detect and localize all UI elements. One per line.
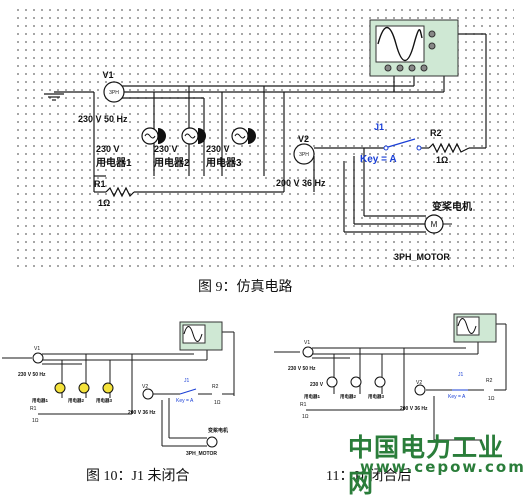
motor-title: 变桨电机 <box>432 200 472 213</box>
left-circuit-panel: V1 230 V 50 Hz 用电器1 用电器2 用电器3 R1 1Ω V2 2… <box>2 318 252 457</box>
load-1[interactable] <box>141 127 166 145</box>
resistor-r1[interactable] <box>105 186 135 198</box>
right-load-voltage: 230 V <box>310 382 324 388</box>
right-caption: 11：J1 闭合后 <box>326 469 412 484</box>
right-r1-value: 1Ω <box>302 414 309 420</box>
r2-label: R2 <box>430 128 442 138</box>
left-load-3-lit <box>102 382 114 394</box>
right-r2-label: R2 <box>486 378 493 384</box>
source-v2[interactable]: 3PH <box>293 143 315 165</box>
r2-value: 1Ω <box>436 155 448 165</box>
v2-rating: 200 V 36 Hz <box>276 178 326 188</box>
right-v2-rating: 200 V 36 Hz <box>400 406 428 412</box>
load2-voltage: 230 V <box>154 144 178 154</box>
v1-symbol: 3PH <box>109 90 119 96</box>
left-v2-rating: 200 V 36 Hz <box>128 410 156 416</box>
load2-name: 用电器2 <box>153 156 190 169</box>
load-3[interactable] <box>231 127 256 145</box>
right-r2-value: 1Ω <box>488 396 495 402</box>
v1-rating: 230 V 50 Hz <box>78 114 128 124</box>
right-circuit-diagram: V1 230 V 50 Hz 230 V 用电器1 用电器2 用电器3 R1 1… <box>274 313 507 441</box>
v2-label: V2 <box>298 134 309 144</box>
left-v1-rating: 230 V 50 Hz <box>18 372 46 378</box>
left-switch-key: Key = A <box>176 398 194 404</box>
right-load-2 <box>350 376 362 388</box>
switch-label: J1 <box>374 122 384 132</box>
left-r2-label: R2 <box>212 384 219 390</box>
left-v2-label: V2 <box>142 384 148 390</box>
motor-name: 3PH_MOTOR <box>394 252 450 262</box>
r1-label: R1 <box>94 179 106 189</box>
source-v1[interactable]: 3PH <box>103 81 125 103</box>
switch-key: Key = A <box>360 154 397 165</box>
main-caption: 图 9：仿真电路 <box>198 280 293 295</box>
oscilloscope[interactable] <box>369 19 459 77</box>
left-motor-name: 3PH_MOTOR <box>186 451 217 456</box>
left-circuit-diagram: V1 230 V 50 Hz 用电器1 用电器2 用电器3 R1 1Ω V2 2… <box>2 321 235 457</box>
right-load3-name: 用电器3 <box>367 393 384 400</box>
right-switch-label: J1 <box>458 372 464 378</box>
left-r2-value: 1Ω <box>214 400 221 406</box>
load-2[interactable] <box>181 127 206 145</box>
watermark-title: 中国电力工业网 <box>348 433 505 498</box>
left-motor <box>206 436 218 448</box>
right-v2-label: V2 <box>416 380 422 386</box>
right-circuit-panel: V1 230 V 50 Hz 230 V 用电器1 用电器2 用电器3 R1 1… <box>270 310 522 460</box>
right-v1-rating: 230 V 50 Hz <box>288 366 316 372</box>
v1-label: V1 <box>102 70 113 80</box>
left-load3-name: 用电器3 <box>95 397 112 404</box>
right-load1-name: 用电器1 <box>303 393 320 400</box>
load1-voltage: 230 V <box>96 144 120 154</box>
switch-j1[interactable] <box>383 138 422 151</box>
resistor-r2[interactable] <box>428 142 470 154</box>
left-v1-label: V1 <box>34 346 40 352</box>
main-circuit-panel: 3PH V1 230 V 50 Hz 230 V 用电器1 230 V 用电器2… <box>14 6 514 270</box>
left-switch-label: J1 <box>184 378 190 384</box>
right-load2-name: 用电器2 <box>339 393 356 400</box>
left-motor-title: 变桨电机 <box>208 427 228 434</box>
watermark-url: www.cepow.com <box>360 458 526 476</box>
left-load-1-lit <box>54 382 66 394</box>
main-circuit-diagram: 3PH V1 230 V 50 Hz 230 V 用电器1 230 V 用电器2… <box>44 19 487 262</box>
motor[interactable]: M <box>424 214 452 234</box>
motor-symbol: M <box>431 220 438 229</box>
right-load-1 <box>326 376 338 388</box>
left-load1-name: 用电器1 <box>31 397 48 404</box>
r1-value: 1Ω <box>98 198 110 208</box>
right-switch-key: Key = A <box>448 394 466 400</box>
left-load2-name: 用电器2 <box>67 397 84 404</box>
left-r1-label: R1 <box>30 406 37 412</box>
load3-name: 用电器3 <box>205 156 242 169</box>
load1-name: 用电器1 <box>95 156 132 169</box>
left-caption: 图 10：J1 未闭合 <box>86 469 190 484</box>
left-r1-value: 1Ω <box>32 418 39 424</box>
load3-voltage: 230 V <box>206 144 230 154</box>
v2-symbol: 3PH <box>299 152 309 158</box>
left-load-2-lit <box>78 382 90 394</box>
right-load-3 <box>374 376 386 388</box>
right-v1-label: V1 <box>304 340 310 346</box>
right-r1-label: R1 <box>300 402 307 408</box>
